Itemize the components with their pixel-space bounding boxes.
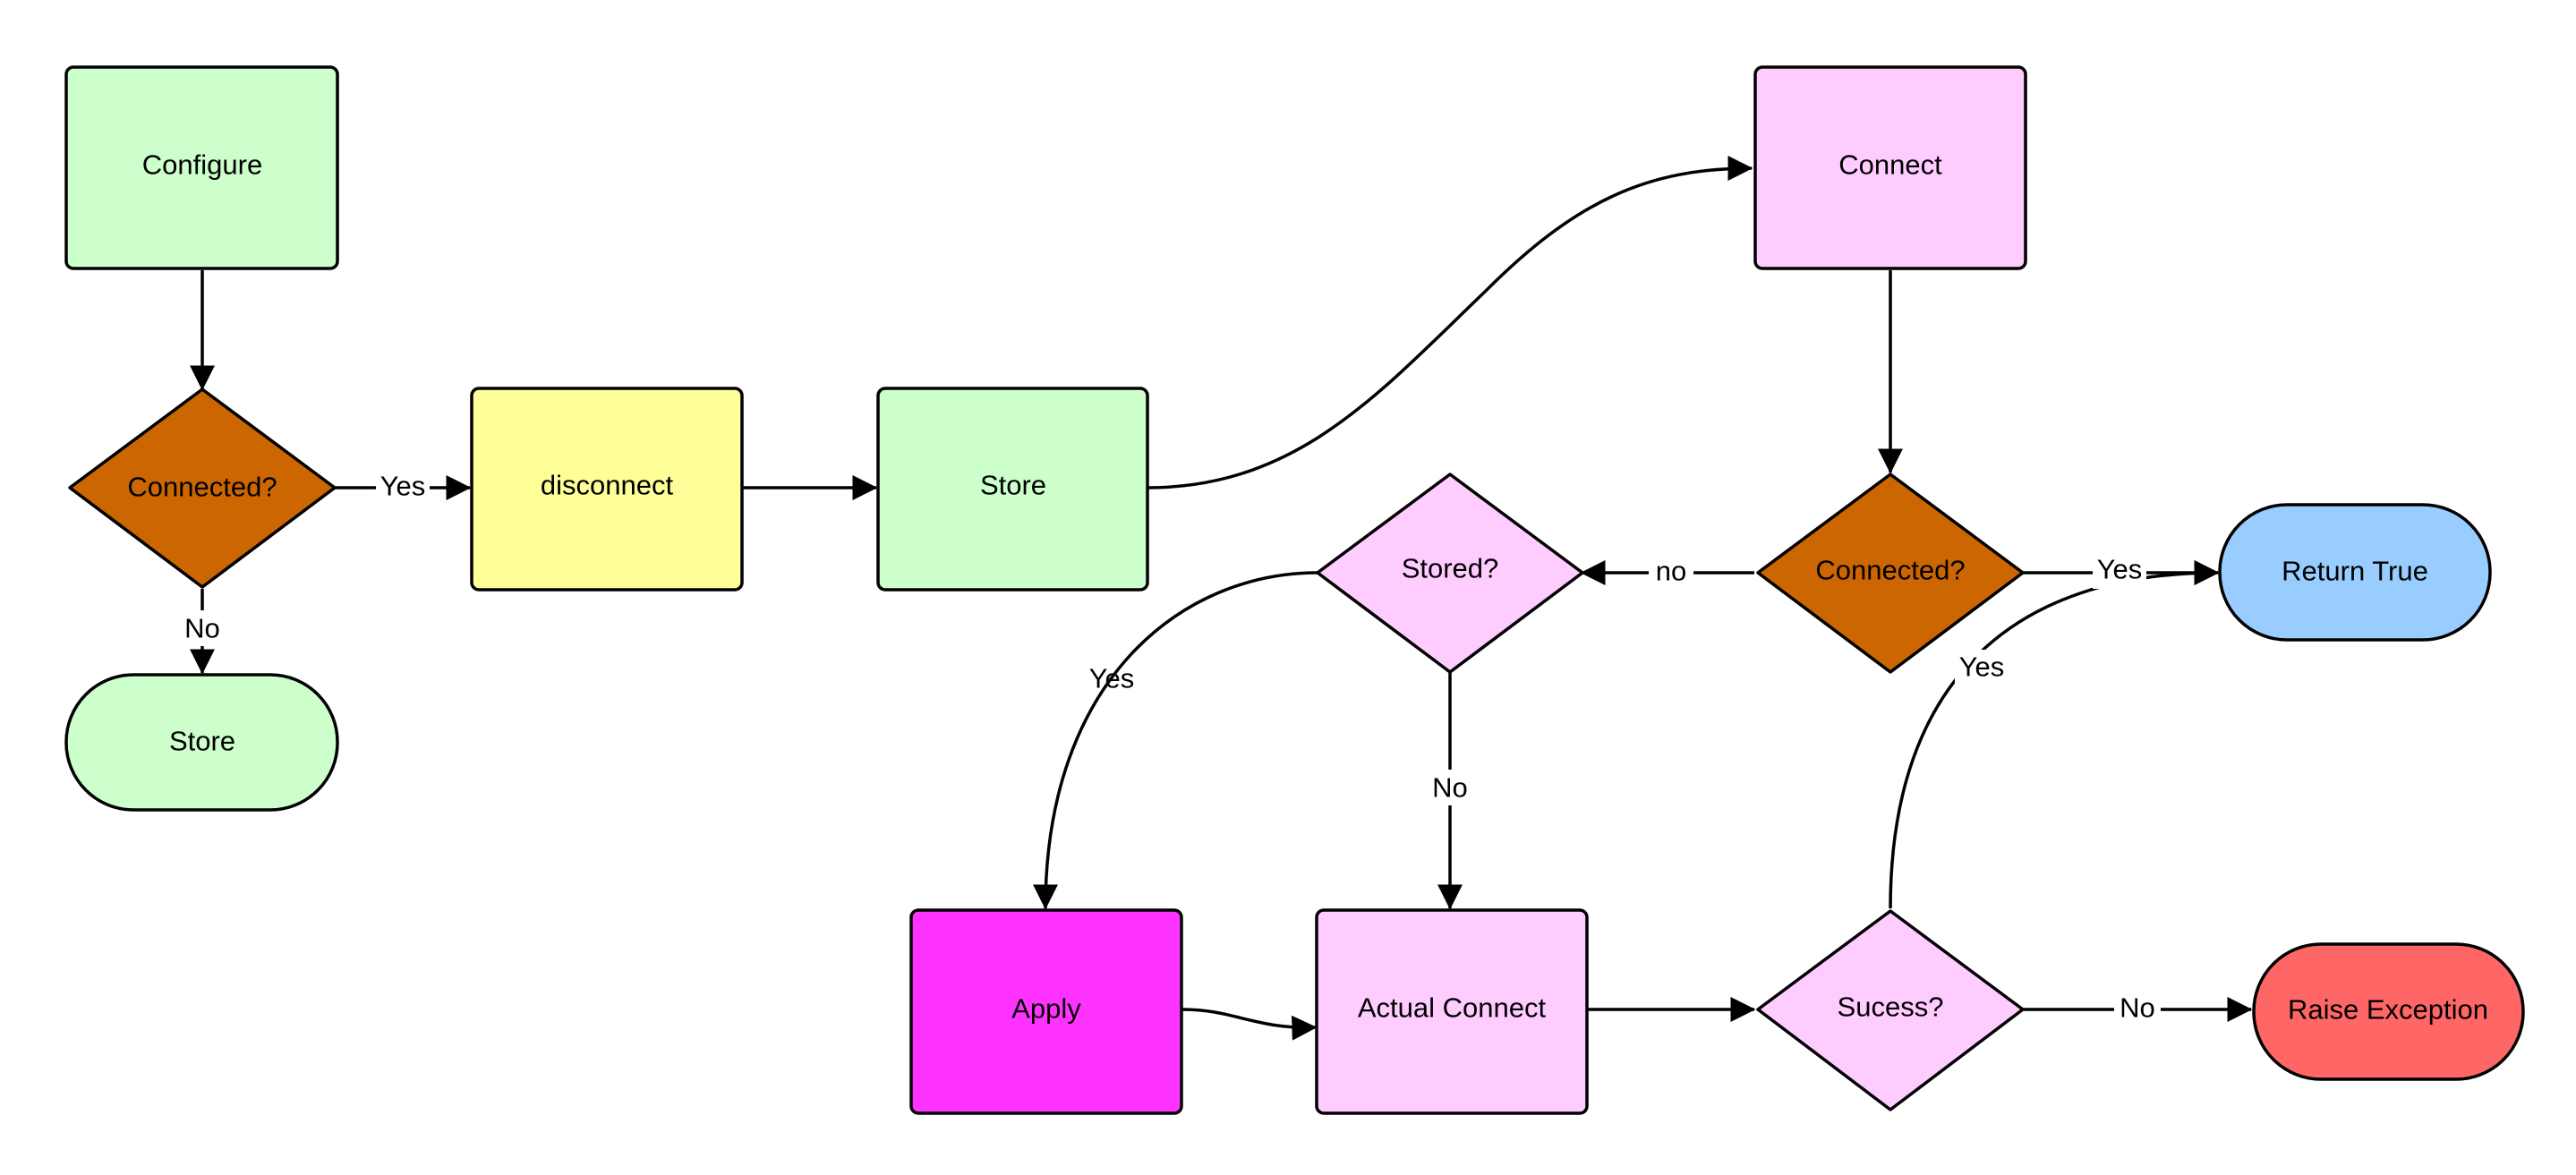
node-actual-connect-shape — [1315, 908, 1589, 1115]
node-return-true[interactable]: Return True — [2218, 503, 2492, 642]
node-raise-exception[interactable]: Raise Exception — [2252, 942, 2525, 1081]
node-configure-shape — [64, 65, 339, 270]
node-connected2-decision[interactable]: Connected? — [1756, 473, 2025, 674]
node-connect[interactable]: Connect — [1753, 65, 2027, 270]
node-actual-connect-label: Actual Connect — [1358, 992, 1547, 1024]
edge-labels: Yes No no Yes Yes No Yes No — [181, 0, 2161, 1027]
edge-stored-yes-to-apply — [1033, 571, 1318, 910]
node-store-terminal[interactable]: Store — [64, 673, 339, 812]
node-success-decision-label: Sucess? — [1838, 992, 1944, 1023]
nodes: Configure Connected? disconnect Store St… — [64, 65, 2525, 1115]
node-disconnect-label: disconnect — [541, 470, 674, 501]
node-store-mid-shape — [876, 387, 1149, 592]
node-store-mid[interactable]: Store — [876, 387, 1149, 592]
edge-store-to-connect — [1146, 156, 1753, 490]
svg-text:Yes: Yes — [2097, 554, 2143, 585]
node-store-terminal-label: Store — [169, 726, 235, 757]
node-stored-decision-label: Stored? — [1402, 553, 1499, 584]
node-return-true-shape — [2218, 503, 2492, 642]
node-success-decision[interactable]: Sucess? — [1756, 909, 2025, 1111]
node-connected-decision-label: Connected? — [127, 472, 277, 503]
node-configure[interactable]: Configure — [64, 65, 339, 270]
edge-label-connected-yes: Yes — [376, 469, 430, 505]
edge-label-stored-no: No — [1427, 770, 1473, 805]
node-stored-decision-shape — [1316, 473, 1584, 674]
node-raise-exception-label: Raise Exception — [2288, 994, 2488, 1026]
node-connected2-decision-shape — [1756, 473, 2025, 674]
svg-text:Yes: Yes — [1089, 663, 1135, 694]
edge-label-success-no: No — [2114, 992, 2161, 1027]
svg-text:No: No — [184, 613, 220, 644]
node-connect-shape — [1753, 65, 2027, 270]
svg-text:no: no — [1656, 556, 1686, 587]
edge-label-stored-yes: Yes — [1083, 0, 1137, 694]
edge-apply-to-actual-connect — [1181, 1008, 1318, 1041]
node-return-true-label: Return True — [2282, 556, 2428, 587]
node-apply[interactable]: Apply — [909, 908, 1183, 1115]
node-connected-decision[interactable]: Connected? — [68, 387, 337, 589]
svg-text:Yes: Yes — [1959, 651, 2005, 683]
node-store-terminal-shape — [64, 673, 339, 812]
svg-text:No: No — [1432, 772, 1468, 804]
node-connected2-decision-label: Connected? — [1815, 555, 1965, 586]
node-actual-connect[interactable]: Actual Connect — [1315, 908, 1589, 1115]
edge-label-connected-no: No — [181, 610, 224, 646]
node-disconnect-shape — [470, 387, 744, 592]
svg-text:No: No — [2120, 992, 2155, 1024]
node-configure-label: Configure — [142, 149, 262, 181]
node-connect-label: Connect — [1838, 149, 1942, 181]
node-disconnect[interactable]: disconnect — [470, 387, 744, 592]
node-success-decision-shape — [1756, 909, 2025, 1111]
node-apply-label: Apply — [1011, 993, 1081, 1025]
svg-text:Yes: Yes — [380, 471, 426, 502]
node-connected-decision-shape — [68, 387, 337, 589]
edge-label-connected2-no: no — [1649, 555, 1693, 591]
node-stored-decision[interactable]: Stored? — [1316, 473, 1584, 674]
node-store-mid-label: Store — [980, 470, 1046, 501]
edge-label-success-yes: Yes — [1955, 650, 2009, 685]
node-apply-shape — [909, 908, 1183, 1115]
edge-label-connected2-yes: Yes — [2093, 553, 2146, 589]
node-raise-exception-shape — [2252, 942, 2525, 1081]
